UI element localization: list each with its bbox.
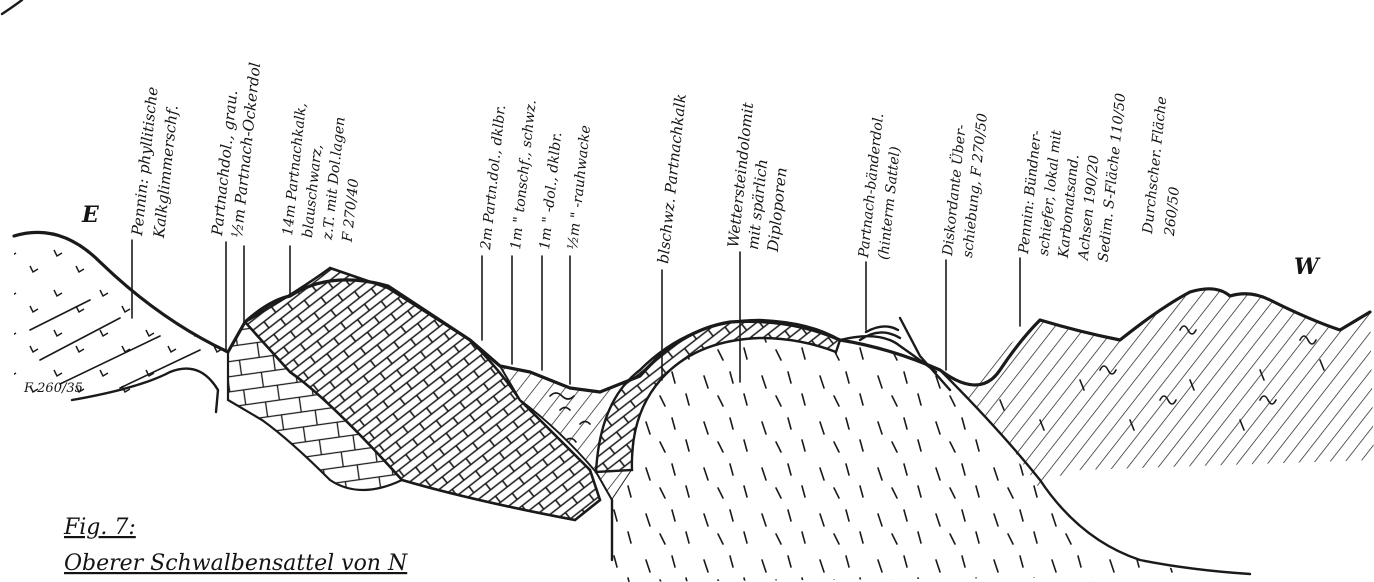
unit-label-3: 2m Partn.dol., dklbr.: [478, 104, 509, 251]
unit-label-9: Partnach-bänderdol. (hinterm Sattel): [856, 113, 907, 262]
unit-label-1: Partnachdol., grau. ½m Partnach-Ockerdol: [208, 59, 264, 239]
svg-text:blschwz. Partnachkalk: blschwz. Partnachkalk: [654, 93, 690, 265]
svg-text:½m " -rauhwacke: ½m " -rauhwacke: [565, 124, 594, 250]
unit-label-2: 14m Partnachkalk, blauschwarz, z.T. mit …: [280, 102, 370, 244]
svg-text:1m " -dol., dklbr.: 1m " -dol., dklbr.: [537, 131, 565, 250]
svg-text:F 270/40: F 270/40: [340, 178, 363, 244]
east-marker: E: [81, 202, 100, 228]
corner-mark: [2, 0, 22, 14]
unit-label-11: Pennin: Bündner- schiefer, lokal mit Kar…: [1016, 84, 1129, 265]
unit-label-12: Durchscher. Fläche 260/50: [1140, 96, 1192, 238]
svg-text:260/50: 260/50: [1162, 186, 1183, 238]
svg-text:2m Partn.dol., dklbr.: 2m Partn.dol., dklbr.: [478, 104, 509, 251]
unit-label-10: Diskordante Über- schiebung, F 270/50: [938, 110, 991, 259]
unit-label-8: Wettersteindolomit mit spärlich Diplopor…: [724, 101, 797, 254]
figure-title: Oberer Schwalbensattel von N: [64, 551, 408, 576]
svg-text:Sedim. S-Fläche 110/50: Sedim. S-Fläche 110/50: [1096, 92, 1130, 263]
figure-number: Fig. 7:: [63, 515, 136, 540]
unit-label-4: 1m " tonschf., schwz.: [508, 99, 540, 250]
west-marker: W: [1294, 254, 1321, 280]
unit-label-6: ½m " -rauhwacke: [565, 124, 594, 250]
unit-label-0: Pennin: phyllitische Kalkglimmerschf.: [128, 86, 184, 240]
pennin-phyllite-unit: [14, 232, 232, 400]
strike-dip-measurement: F 260/35: [23, 381, 83, 396]
unit-label-5: 1m " -dol., dklbr.: [537, 131, 565, 250]
unit-label-7: blschwz. Partnachkalk: [654, 93, 690, 265]
svg-text:1m " tonschf., schwz.: 1m " tonschf., schwz.: [508, 99, 540, 250]
